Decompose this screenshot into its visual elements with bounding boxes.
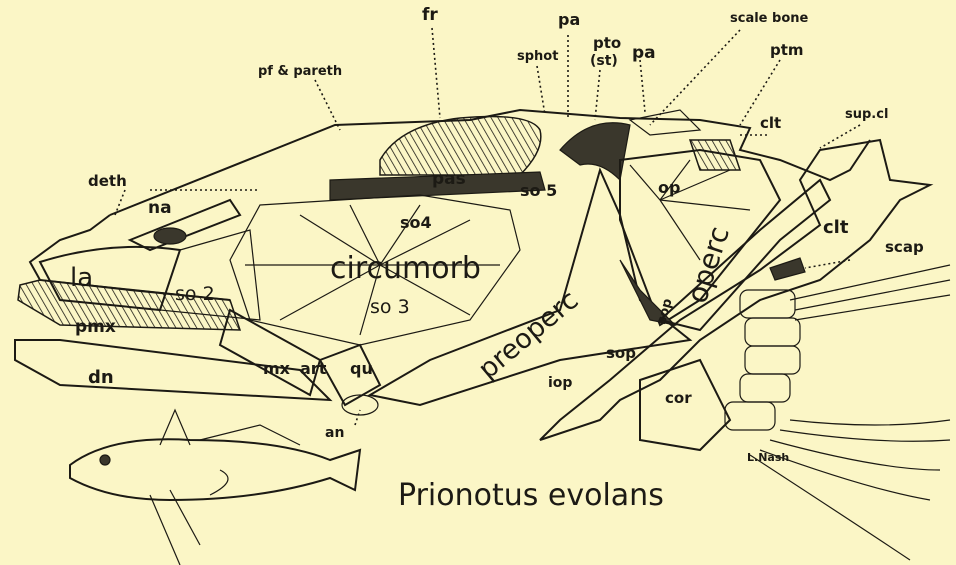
scale-bone-shape	[630, 110, 700, 135]
label-la: la	[70, 263, 93, 293]
figure-title: Prionotus evolans	[398, 478, 664, 513]
label-pto: pto	[593, 34, 621, 52]
label-sop-bottom: sop	[606, 344, 636, 362]
label-fr: fr	[422, 5, 438, 25]
label-pa-right: pa	[632, 43, 656, 63]
label-clt-top: clt	[760, 114, 781, 132]
label-pa-top: pa	[558, 10, 580, 29]
label-st: (st)	[590, 53, 618, 69]
label-clt-right: clt	[823, 217, 849, 238]
pectoral-radials	[725, 290, 800, 430]
artist-signature: L.Nash	[747, 451, 789, 464]
label-deth: deth	[88, 172, 127, 190]
label-op: op	[658, 178, 680, 197]
label-so5: so 5	[520, 181, 557, 200]
label-na: na	[148, 198, 172, 218]
label-sup-cl: sup.cl	[845, 107, 888, 122]
label-sphot: sphot	[517, 49, 558, 64]
anatomical-labels: pa fr pto (st) pa scale bone sphot ptm p…	[70, 5, 924, 441]
scapula-dark	[770, 258, 805, 280]
label-art: art	[300, 359, 327, 378]
label-scap: scap	[885, 238, 924, 256]
preopercle	[370, 170, 690, 405]
label-dn: dn	[88, 367, 114, 388]
whole-fish-sketch	[70, 410, 360, 565]
nostril	[154, 228, 186, 244]
label-pmx: pmx	[75, 317, 116, 337]
label-so3: so 3	[370, 296, 410, 318]
label-circumorb: circumorb	[330, 251, 481, 286]
nasal-bone	[130, 200, 240, 250]
label-so2: so 2	[175, 283, 215, 305]
label-so4: so4	[400, 213, 432, 232]
label-scale-bone: scale bone	[730, 11, 809, 26]
label-an: an	[325, 425, 344, 441]
pectoral-fin-rays	[750, 265, 950, 560]
angular-bone	[342, 395, 378, 415]
frontal-bone	[380, 117, 541, 176]
label-cor: cor	[665, 389, 692, 407]
label-mx: mx	[263, 359, 291, 378]
opercle-rays	[630, 160, 750, 260]
label-qu: qu	[350, 359, 373, 378]
label-ptm: ptm	[770, 41, 804, 59]
label-pas: pas	[432, 169, 466, 189]
label-pf-pareth: pf & pareth	[258, 64, 342, 79]
label-iop: iop	[548, 375, 572, 391]
